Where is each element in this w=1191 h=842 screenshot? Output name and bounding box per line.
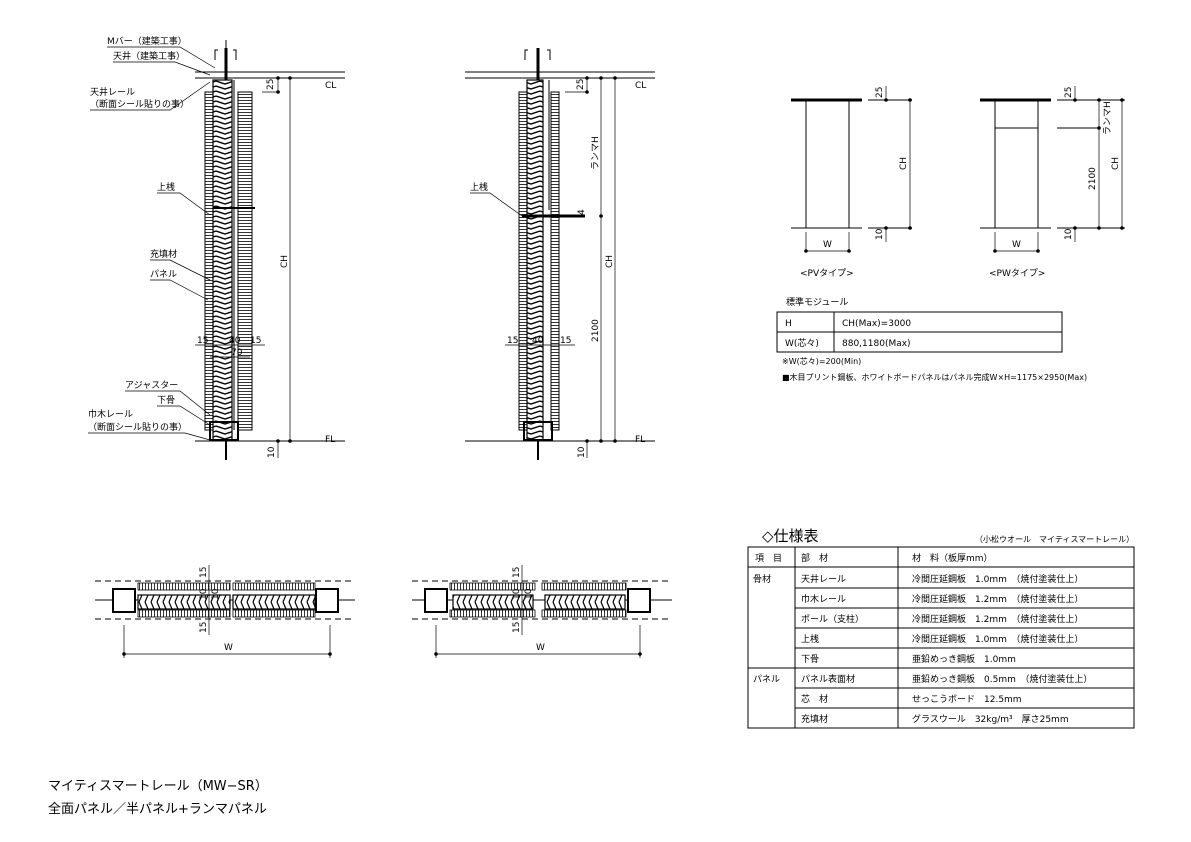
spec-header: 部 材 (801, 552, 828, 564)
drawing-title-line2: 全面パネル／半パネル+ランマパネル (48, 801, 267, 817)
spec-material: 冷間圧延鋼板 1.0mm （焼付塗装仕上） (912, 633, 1083, 645)
spec-part: 充填材 (801, 713, 828, 725)
label-filler: 充填材 (150, 248, 177, 260)
pw-dim-transom-h: ランマH (1102, 101, 1113, 135)
dim-right: 15 (250, 336, 261, 346)
fl-label: FL (325, 435, 335, 445)
dim-ch-2: CH (605, 255, 615, 268)
spec-material: せっこうボード 12.5mm (912, 694, 1022, 705)
plan1-width: W (224, 643, 233, 653)
spec-category: 骨材 (753, 573, 771, 585)
dim-left-2: 15 (507, 336, 518, 346)
spec-material: 冷間圧延鋼板 1.2mm （焼付塗装仕上） (912, 613, 1083, 625)
label-baseboard-rail-note: （断面シール貼りの事） (88, 421, 187, 433)
dim-top: 25 (266, 79, 276, 90)
label-panel: パネル (150, 269, 177, 280)
plan1-dim-top: 15 (199, 567, 209, 578)
section-full-panel: Mバー（建築工事） 天井（建築工事） 天井レール （断面シール貼りの事） 上桟 … (88, 35, 345, 460)
module-note: ■木目プリント鋼板、ホワイトボードパネルはパネル完成W×H=1175×2950(… (782, 372, 1087, 382)
cl-label: CL (325, 81, 336, 91)
spec-header: 材 料（板厚mm） (912, 552, 993, 564)
spec-part: パネル表面材 (801, 673, 855, 685)
plan2-width: W (536, 643, 545, 653)
drawing-title-line1: マイティスマートレール（MW−SR） (48, 779, 268, 794)
spec-table-title: ◇仕様表 (762, 527, 819, 545)
label-ceiling-rail: 天井レール (90, 86, 135, 98)
label-baseboard-rail: 巾木レール (88, 408, 133, 420)
label-ceiling: 天井（建築工事） (113, 50, 185, 62)
spec-part: 上桟 (801, 633, 819, 645)
spec-material: 冷間圧延鋼板 1.0mm （焼付塗装仕上） (912, 573, 1083, 585)
section-transom-panel: 上桟 25 ランマH CH 2100 4 10 15 40 15 CL FL (465, 48, 655, 460)
dim-bottom-2: 10 (577, 446, 587, 458)
pw-dim-top: 25 (1064, 87, 1074, 98)
label-upper-rail-2: 上桟 (470, 181, 488, 193)
label-adjuster: アジャスター (125, 380, 178, 391)
pw-dim-ch: CH (1111, 157, 1121, 170)
spec-table-subtitle: （小松ウオール マイティスマートレール） (975, 534, 1134, 544)
pv-dim-bottom: 10 (875, 228, 885, 240)
spec-category: パネル (753, 674, 780, 685)
dim-mid: 40 (229, 336, 241, 346)
dim-mid-2: 40 (532, 336, 544, 346)
spec-part: 巾木レール (801, 593, 846, 605)
plan-view-2: 15 15 10 10 W (412, 565, 672, 658)
dim-right-2: 15 (560, 336, 571, 346)
spec-header: 項 目 (755, 553, 782, 564)
label-ceiling-rail-note: （断面シール貼りの事） (90, 98, 189, 110)
module-note: ※W(芯々)=200(Min) (782, 356, 861, 366)
dim-bottom: 10 (267, 446, 277, 458)
plan1-dim-bottom: 15 (199, 622, 209, 633)
spec-material: グラスウール 32kg/m³ 厚さ25mm (912, 713, 1069, 725)
pw-dim-2100: 2100 (1088, 167, 1098, 190)
elevation-pv-type: 25 CH 10 W <PVタイプ> (791, 86, 912, 279)
dim-2100: 2100 (591, 319, 601, 342)
plan1-dim-mid: 10 (199, 588, 209, 600)
spec-part: 下骨 (801, 654, 819, 665)
pv-width: W (823, 240, 832, 250)
plan2-dim-bottom: 15 (512, 622, 522, 633)
module-row-key: H (785, 319, 792, 329)
dim-ch: CH (280, 255, 290, 268)
dim-core: 70 (231, 348, 243, 358)
pw-dim-bottom: 10 (1064, 228, 1074, 240)
label-upper-rail: 上桟 (157, 181, 175, 193)
pw-width: W (1012, 240, 1021, 250)
module-table-title: 標準モジュール (786, 296, 848, 308)
plan2-dim-mid: 10 (512, 588, 522, 600)
spec-part: 天井レール (801, 573, 846, 585)
pv-dim-top: 25 (875, 87, 885, 98)
spec-part: ポール（支柱） (801, 613, 864, 625)
pv-dim-ch: CH (899, 157, 909, 170)
module-table: 標準モジュール H CH(Max)=3000 W(芯々) 880,1180(Ma… (776, 296, 1087, 382)
spec-material: 亜鉛めっき鋼板 0.5mm （焼付塗装仕上） (912, 673, 1092, 685)
spec-material: 亜鉛めっき鋼板 1.0mm (912, 653, 1016, 665)
module-row-value: CH(Max)=3000 (842, 319, 911, 329)
module-row-value: 880,1180(Max) (842, 339, 911, 349)
module-row-key: W(芯々) (785, 337, 819, 349)
spec-table: ◇仕様表 （小松ウオール マイティスマートレール） 項 目 部 材 材 料（板厚… (747, 527, 1135, 729)
pv-caption: <PVタイプ> (800, 268, 854, 279)
spec-material: 冷間圧延鋼板 1.2mm （焼付塗装仕上） (912, 593, 1083, 605)
plan-view-1: 15 15 10 10 W (95, 565, 355, 658)
dim-left: 15 (197, 336, 208, 346)
dim-gap: 4 (577, 209, 587, 215)
label-m-bar: Mバー（建築工事） (107, 35, 187, 47)
plan1-dim-mid2: 10 (211, 588, 221, 600)
elevation-pw-type: 25 ランマH 2100 CH 10 W <PWタイプ> (980, 86, 1125, 279)
dim-top-2: 25 (576, 79, 586, 90)
plan2-dim-mid2: 10 (524, 588, 534, 600)
spec-part: 芯 材 (801, 693, 828, 705)
label-bottom-frame: 下骨 (157, 395, 175, 406)
fl-label-2: FL (635, 435, 645, 445)
cl-label-2: CL (635, 81, 646, 91)
plan2-dim-top: 15 (512, 567, 522, 578)
pw-caption: <PWタイプ> (989, 268, 1045, 279)
dim-transom-h: ランマH (590, 136, 601, 170)
